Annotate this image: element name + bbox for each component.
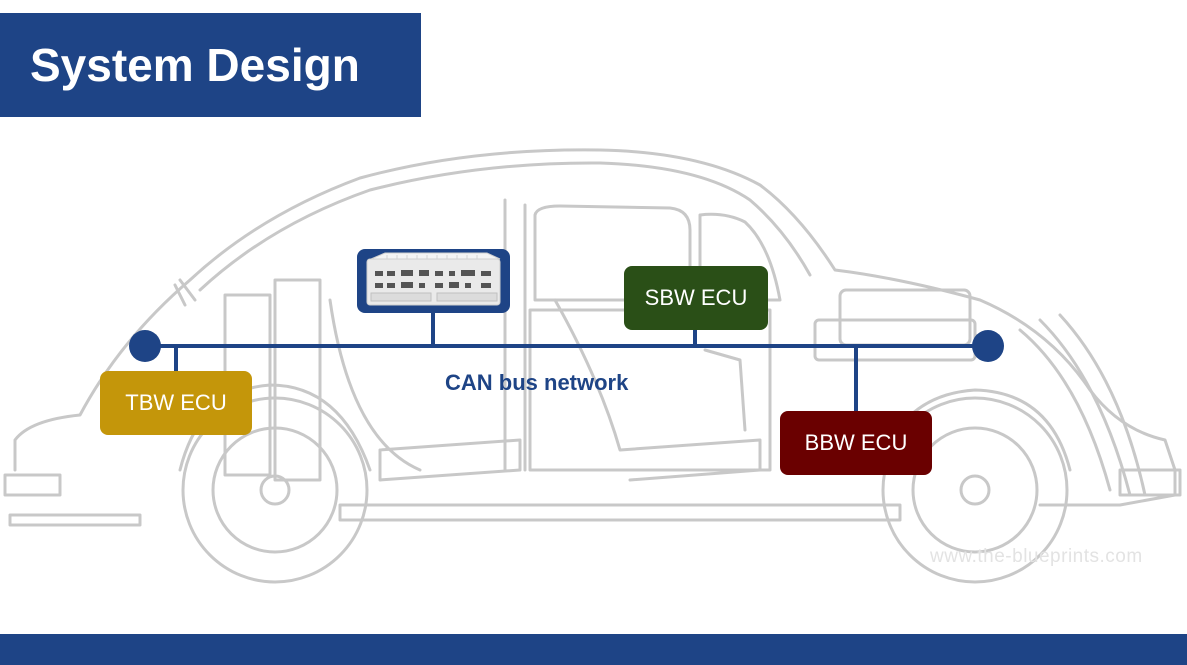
title-banner: System Design [0, 13, 421, 117]
watermark-text: www.the-blueprints.com [930, 546, 1143, 567]
tbw-ecu-node: TBW ECU [100, 371, 252, 435]
bbw-ecu-label: BBW ECU [804, 430, 908, 455]
bus-terminator-right [972, 330, 1004, 362]
can-bus-label: CAN bus network [445, 370, 629, 395]
footer-bar [0, 634, 1187, 665]
industrial-pc-icon [366, 252, 501, 306]
sbw-ecu-label: SBW ECU [644, 285, 748, 310]
page-title: System Design [30, 39, 360, 91]
sbw-ecu-node: SBW ECU [624, 266, 768, 330]
bbw-ecu-node: BBW ECU [780, 411, 932, 475]
tbw-ecu-label: TBW ECU [125, 390, 227, 415]
car-blueprint-illustration [3, 148, 1182, 584]
bus-terminator-left [129, 330, 161, 362]
industrial-pc-node [357, 249, 510, 313]
